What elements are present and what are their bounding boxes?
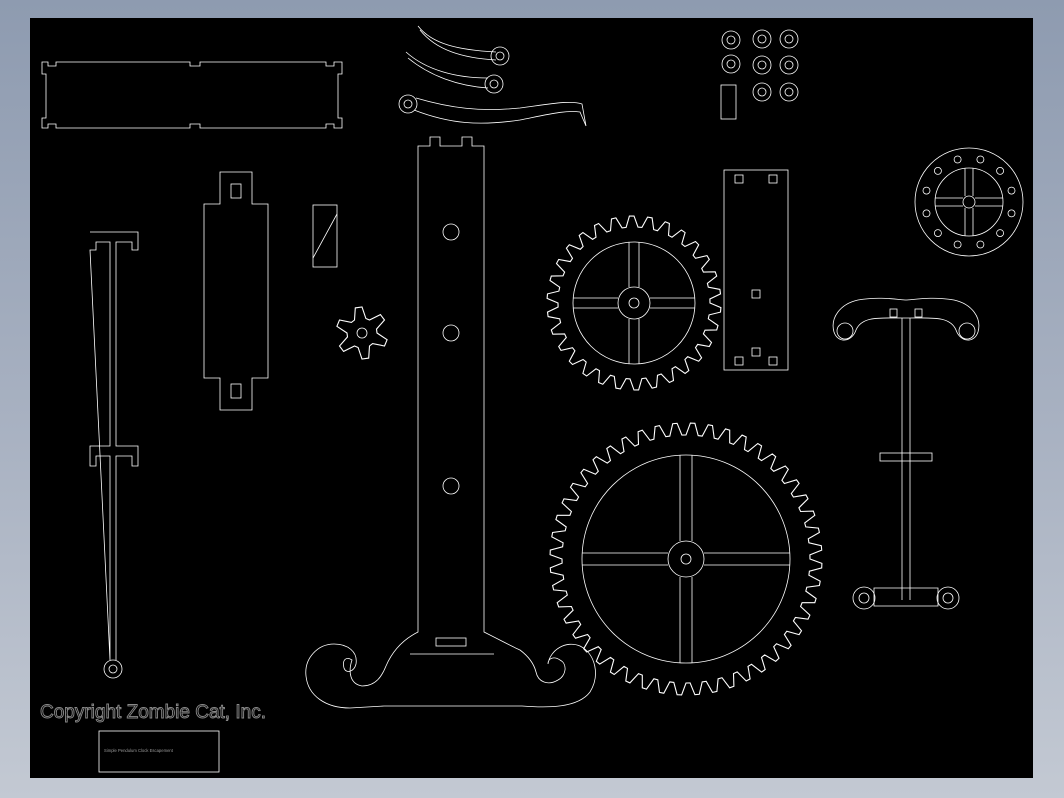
- mount-plate: [723, 169, 789, 371]
- escape-wheel: [546, 215, 722, 391]
- title-block-label: Simple Pendulum Clock Escapement: [104, 748, 174, 753]
- title-block: [98, 730, 220, 773]
- ratchet-hole: [922, 186, 931, 195]
- frame-side-panel: [41, 61, 343, 129]
- copyright-text: Copyright Zombie Cat, Inc.: [40, 702, 266, 723]
- ratchet-hole: [953, 155, 962, 164]
- ratchet-hole: [976, 155, 985, 164]
- ratchet-hole: [922, 209, 931, 218]
- ratchet-hole: [976, 240, 985, 249]
- ratchet-hole: [953, 240, 962, 249]
- ratchet-hole: [1007, 186, 1016, 195]
- main-column-stand: [305, 136, 596, 709]
- ratchet-hole: [934, 229, 942, 238]
- anchor-escapement: [832, 297, 980, 610]
- pendulum-rod: [89, 231, 139, 679]
- ratchet-hole: [996, 166, 1004, 175]
- spacer-washers: [720, 29, 799, 120]
- bracket-plate: [203, 171, 269, 411]
- drawing-sheet: [30, 18, 1033, 778]
- ratchet-hole: [996, 229, 1004, 238]
- ratchet-hole: [1007, 209, 1016, 218]
- great-wheel: [549, 422, 823, 696]
- ratchet-disk: [914, 147, 1024, 257]
- pinion-gear: [336, 306, 388, 360]
- ratchet-hole: [934, 166, 942, 175]
- pallet-arm: [398, 25, 587, 127]
- small-block: [312, 204, 338, 268]
